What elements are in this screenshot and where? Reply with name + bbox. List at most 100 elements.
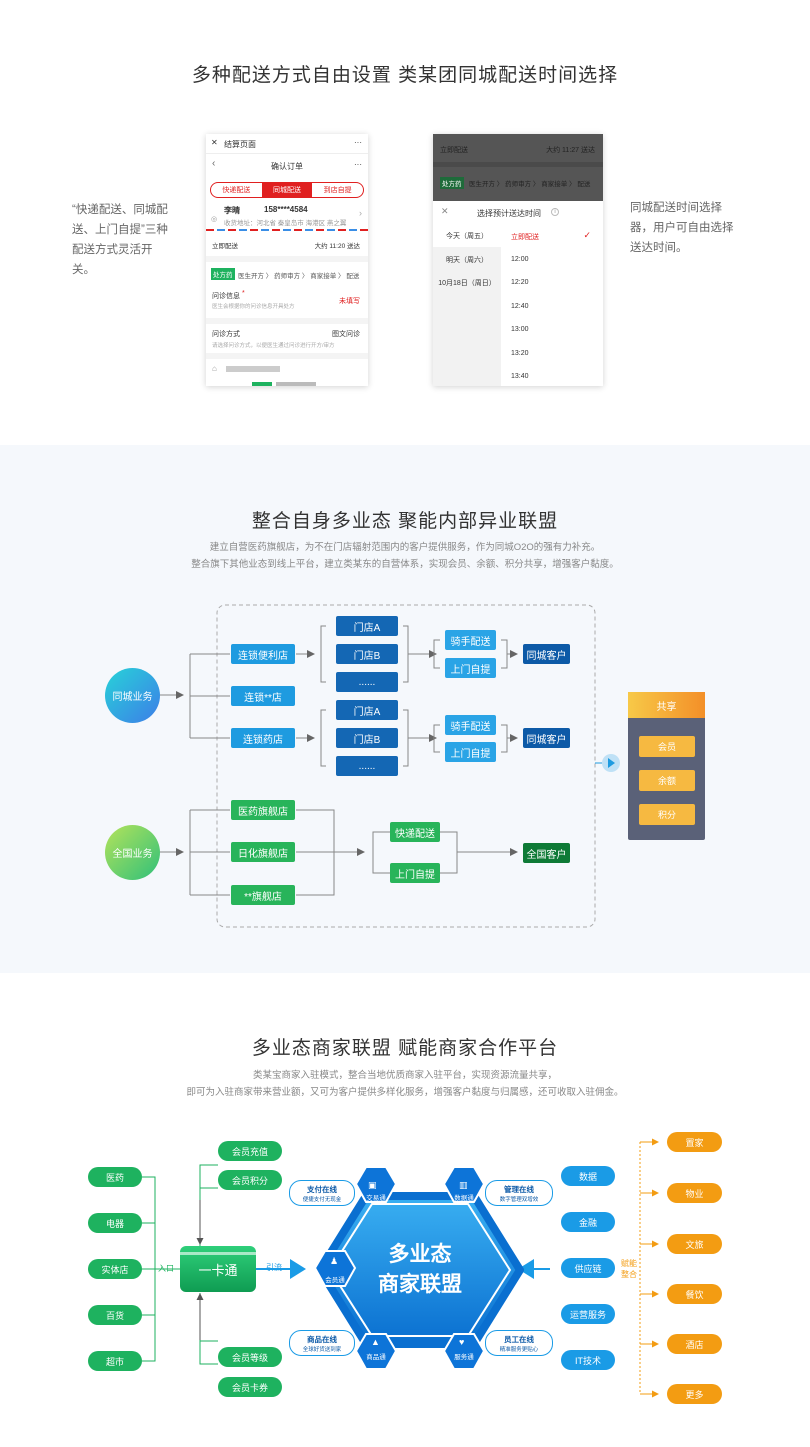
shop-more: ...... (336, 756, 398, 776)
time-option[interactable]: 13:00 (511, 326, 529, 333)
data-icon: ▥ (459, 1180, 468, 1190)
goods-online-desc: 全球好货送到家 (302, 1347, 342, 1353)
tab-city[interactable]: 同城配送 (261, 183, 313, 197)
consult-sub: 医生会根据你的问诊信息开具处方 (212, 304, 295, 310)
city-customer: 同城客户 (523, 728, 570, 748)
time-option[interactable]: 12:00 (511, 256, 529, 263)
tab-express[interactable]: 快递配送 (222, 187, 251, 194)
staff-online-desc: 精准服务更贴心 (499, 1347, 539, 1353)
time-option[interactable]: 13:20 (511, 350, 529, 357)
hex-service: 服务通 (454, 1354, 474, 1361)
location-icon: ◎ (211, 216, 218, 223)
shop-a: 门店A (336, 616, 398, 636)
sheet-title: 选择预计送达时间 (477, 209, 541, 218)
industry-hotel: 酒店 (667, 1334, 722, 1354)
day-tomorrow[interactable]: 明天（周六） (446, 257, 488, 264)
divider (206, 353, 368, 359)
service-icon: ♥ (459, 1337, 465, 1347)
section3-sub1: 类某宝商家入驻模式，整合当地优质商家入驻平台，实现资源流量共享， (252, 1070, 557, 1081)
bg-row-value: 大约 11:27 送达 (546, 147, 595, 154)
method-value[interactable]: 图文问诊 (332, 331, 360, 338)
tab-pickup[interactable]: 到店自提 (323, 187, 352, 194)
center-line2: 商家联盟 (378, 1273, 462, 1296)
resource-it: IT技术 (561, 1350, 615, 1370)
store-icon: ⌂ (212, 364, 217, 373)
industry-catering: 餐饮 (667, 1284, 722, 1304)
entry-label: 入口 (158, 1264, 174, 1273)
industry-pharma: 医药 (88, 1167, 142, 1187)
top-bar: ✕ 结算页面 ··· (206, 134, 368, 154)
resource-data: 数据 (561, 1166, 615, 1186)
time-option[interactable]: 12:40 (511, 303, 529, 310)
manage-online-card: 管理在线 数字管理双增效 (485, 1180, 553, 1206)
contact-name: 李晴 (224, 206, 240, 215)
more-icon[interactable]: ··· (354, 160, 362, 169)
hex-member: 会员通 (325, 1277, 345, 1284)
hex-transaction: 交易通 (366, 1195, 386, 1202)
time-picker-phone-screenshot: 立即配送 大约 11:27 送达 处方药 医生开方 〉 药师审方 〉 商家接单 … (433, 134, 603, 386)
empower-label: 赋能整合 (621, 1259, 637, 1279)
address-divider (206, 229, 368, 231)
consult-label: 问诊信息 (212, 293, 240, 300)
close-icon[interactable]: ✕ (441, 206, 449, 216)
manage-online-desc: 数字管理双增效 (499, 1197, 539, 1203)
share-title: 共享 (628, 692, 705, 718)
delivery-tabs: 快递配送 同城配送 到店自提 (210, 182, 364, 198)
share-points: 积分 (639, 804, 695, 825)
section2-sub2: 整合旗下其他业态到线上平台，建立类某东的自营体系，实现会员、余额、积分共享，增强… (191, 559, 619, 570)
info-icon[interactable]: i (551, 208, 559, 216)
address: 收货地址：河北省 秦皇岛市 海港区 燕之翼 (224, 220, 347, 227)
blurred-badge (252, 382, 272, 386)
method-label: 问诊方式 (212, 331, 240, 338)
day-today[interactable]: 今天（周五） (433, 225, 501, 247)
member-level: 会员等级 (218, 1347, 282, 1367)
bg-row-label: 立即配送 (440, 147, 468, 154)
section1-title: 多种配送方式自由设置 类某团同城配送时间选择 (191, 65, 619, 86)
goods-icon: ▲ (371, 1337, 380, 1347)
delivery-value[interactable]: 大约 11:20 送达 (314, 243, 360, 250)
nation-customer: 全国客户 (523, 843, 570, 863)
one-card-label: 一卡通 (198, 1262, 238, 1278)
required-mark: * (242, 290, 245, 297)
shop-a: 门店A (336, 700, 398, 720)
day-oct18[interactable]: 10月18日（周日） (438, 280, 496, 287)
time-option[interactable]: 12:20 (511, 279, 529, 286)
city-business-circle: 同城业务 (105, 668, 160, 723)
back-icon[interactable]: ‹ (212, 158, 216, 169)
close-icon[interactable]: ✕ (211, 138, 218, 147)
member-icon: ♟ (330, 1256, 339, 1266)
chevron-right-icon[interactable]: › (359, 208, 362, 218)
top-bar-title: 结算页面 (224, 140, 256, 149)
blurred-store-name (226, 366, 280, 372)
share-member: 会员 (639, 736, 695, 757)
one-card: 一卡通 (180, 1246, 256, 1292)
time-picker-text: 同城配送时间选择器，用户可自由选择送达时间。 (630, 202, 734, 254)
nav-bar: ‹ 确认订单 ··· (206, 156, 368, 176)
hex-goods: 商品通 (366, 1354, 386, 1361)
staff-online-card: 员工在线 精准服务更贴心 (485, 1330, 553, 1356)
section2-sub1: 建立自营医药旗舰店，为不在门店辐射范围内的客户提供服务，作为同城O2O的强有力补… (209, 542, 601, 553)
goods-online-title: 商品在线 (307, 1335, 337, 1344)
divider (206, 318, 368, 324)
self-pickup: 上门自提 (445, 658, 496, 678)
card-stripe (180, 1252, 256, 1255)
industry-property: 物业 (667, 1183, 722, 1203)
time-option[interactable]: 13:40 (511, 373, 529, 380)
goods-online-card: 商品在线 全球好货送到家 (289, 1330, 355, 1356)
self-pickup: 上门自提 (390, 863, 440, 883)
time-option[interactable]: 立即配送 (511, 234, 539, 241)
pharma-flagship: 医药旗舰店 (231, 800, 295, 820)
drain-label: 引流 (266, 1263, 282, 1272)
divider (433, 162, 603, 167)
consult-status[interactable]: 未填写 (339, 298, 360, 305)
more-icon[interactable]: ··· (354, 138, 362, 147)
rx-steps: 医生开方 〉 药师审方 〉 商家接单 〉 配送 (238, 273, 360, 280)
industry-department: 百货 (88, 1305, 142, 1325)
pay-online-card: 支付在线 便捷支付无现金 (289, 1180, 355, 1206)
contact-phone: 158****4584 (264, 205, 308, 214)
transaction-icon: ▣ (368, 1180, 377, 1190)
manage-online-title: 管理在线 (504, 1185, 534, 1194)
section3-title: 多业态商家联盟 赋能商家合作平台 (251, 1038, 559, 1059)
